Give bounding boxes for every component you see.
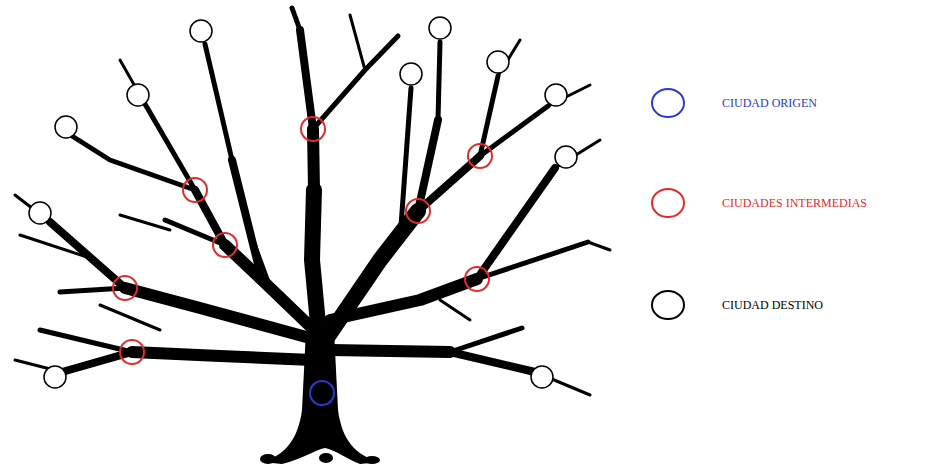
intermediate-circle bbox=[465, 267, 489, 291]
branch bbox=[380, 240, 400, 260]
destination-circle bbox=[555, 146, 577, 168]
branch bbox=[418, 120, 438, 211]
legend-row: CIUDAD DESTINO bbox=[650, 288, 827, 322]
destination-circle bbox=[55, 116, 77, 138]
twig bbox=[350, 15, 365, 70]
legend-circle bbox=[652, 89, 684, 117]
destination-circle bbox=[429, 17, 451, 39]
root-bump bbox=[319, 453, 333, 463]
branch bbox=[330, 350, 450, 352]
branch bbox=[330, 279, 477, 320]
twig bbox=[100, 305, 160, 330]
destination-cities bbox=[29, 17, 577, 388]
branch bbox=[300, 30, 313, 129]
destination-circle bbox=[29, 202, 51, 224]
twig bbox=[440, 300, 470, 320]
branch bbox=[72, 136, 195, 190]
branch bbox=[322, 211, 418, 345]
legend-swatch bbox=[650, 86, 686, 120]
root-bump bbox=[260, 454, 276, 464]
legend-circle bbox=[652, 189, 684, 217]
branch bbox=[313, 36, 398, 129]
intermediate-cities bbox=[113, 117, 492, 364]
destination-circle bbox=[487, 51, 509, 73]
branch bbox=[477, 242, 588, 279]
branch-group bbox=[40, 8, 588, 352]
branch bbox=[50, 222, 125, 288]
branch bbox=[438, 42, 440, 120]
destination-circle bbox=[531, 366, 553, 388]
branch bbox=[205, 44, 232, 160]
twig bbox=[120, 215, 170, 230]
legend-swatch bbox=[650, 186, 686, 220]
branch bbox=[477, 168, 555, 279]
intermediate-circle bbox=[183, 178, 207, 202]
legend-swatch bbox=[650, 288, 686, 322]
intermediate-circle bbox=[406, 199, 430, 223]
legend-circle bbox=[652, 291, 684, 319]
destination-circle bbox=[44, 366, 66, 388]
destination-circle bbox=[190, 20, 212, 42]
branch bbox=[165, 220, 225, 245]
twig bbox=[555, 140, 600, 168]
twig bbox=[250, 230, 272, 290]
intermediate-circle bbox=[301, 117, 325, 141]
branch bbox=[62, 352, 132, 372]
destination-circle bbox=[400, 63, 422, 85]
legend-label: CIUDADES INTERMEDIAS bbox=[722, 186, 867, 220]
branch bbox=[60, 288, 125, 292]
origin-circle bbox=[310, 381, 334, 405]
branch bbox=[313, 129, 314, 190]
legend-row: CIUDAD ORIGEN bbox=[650, 86, 821, 120]
legend-label: CIUDAD DESTINO bbox=[722, 288, 823, 322]
branch bbox=[232, 160, 262, 280]
branch-group bbox=[50, 30, 555, 372]
branch bbox=[400, 88, 411, 240]
branch bbox=[40, 330, 132, 352]
intermediate-circle bbox=[213, 233, 237, 257]
branch bbox=[132, 352, 312, 360]
twig bbox=[20, 235, 90, 258]
tree-branches bbox=[15, 8, 610, 395]
branch bbox=[450, 328, 522, 352]
intermediate-circle bbox=[113, 276, 137, 300]
branch-group bbox=[15, 15, 610, 395]
legend-label: CIUDAD ORIGEN bbox=[722, 86, 817, 120]
branch bbox=[450, 352, 535, 372]
legend-row: CIUDADES INTERMEDIAS bbox=[650, 186, 871, 220]
destination-circle bbox=[127, 84, 149, 106]
root-bump bbox=[364, 456, 380, 464]
branch bbox=[292, 8, 300, 30]
twig bbox=[588, 242, 610, 250]
intermediate-circle bbox=[468, 144, 492, 168]
destination-circle bbox=[545, 84, 567, 106]
intermediate-circle bbox=[120, 340, 144, 364]
